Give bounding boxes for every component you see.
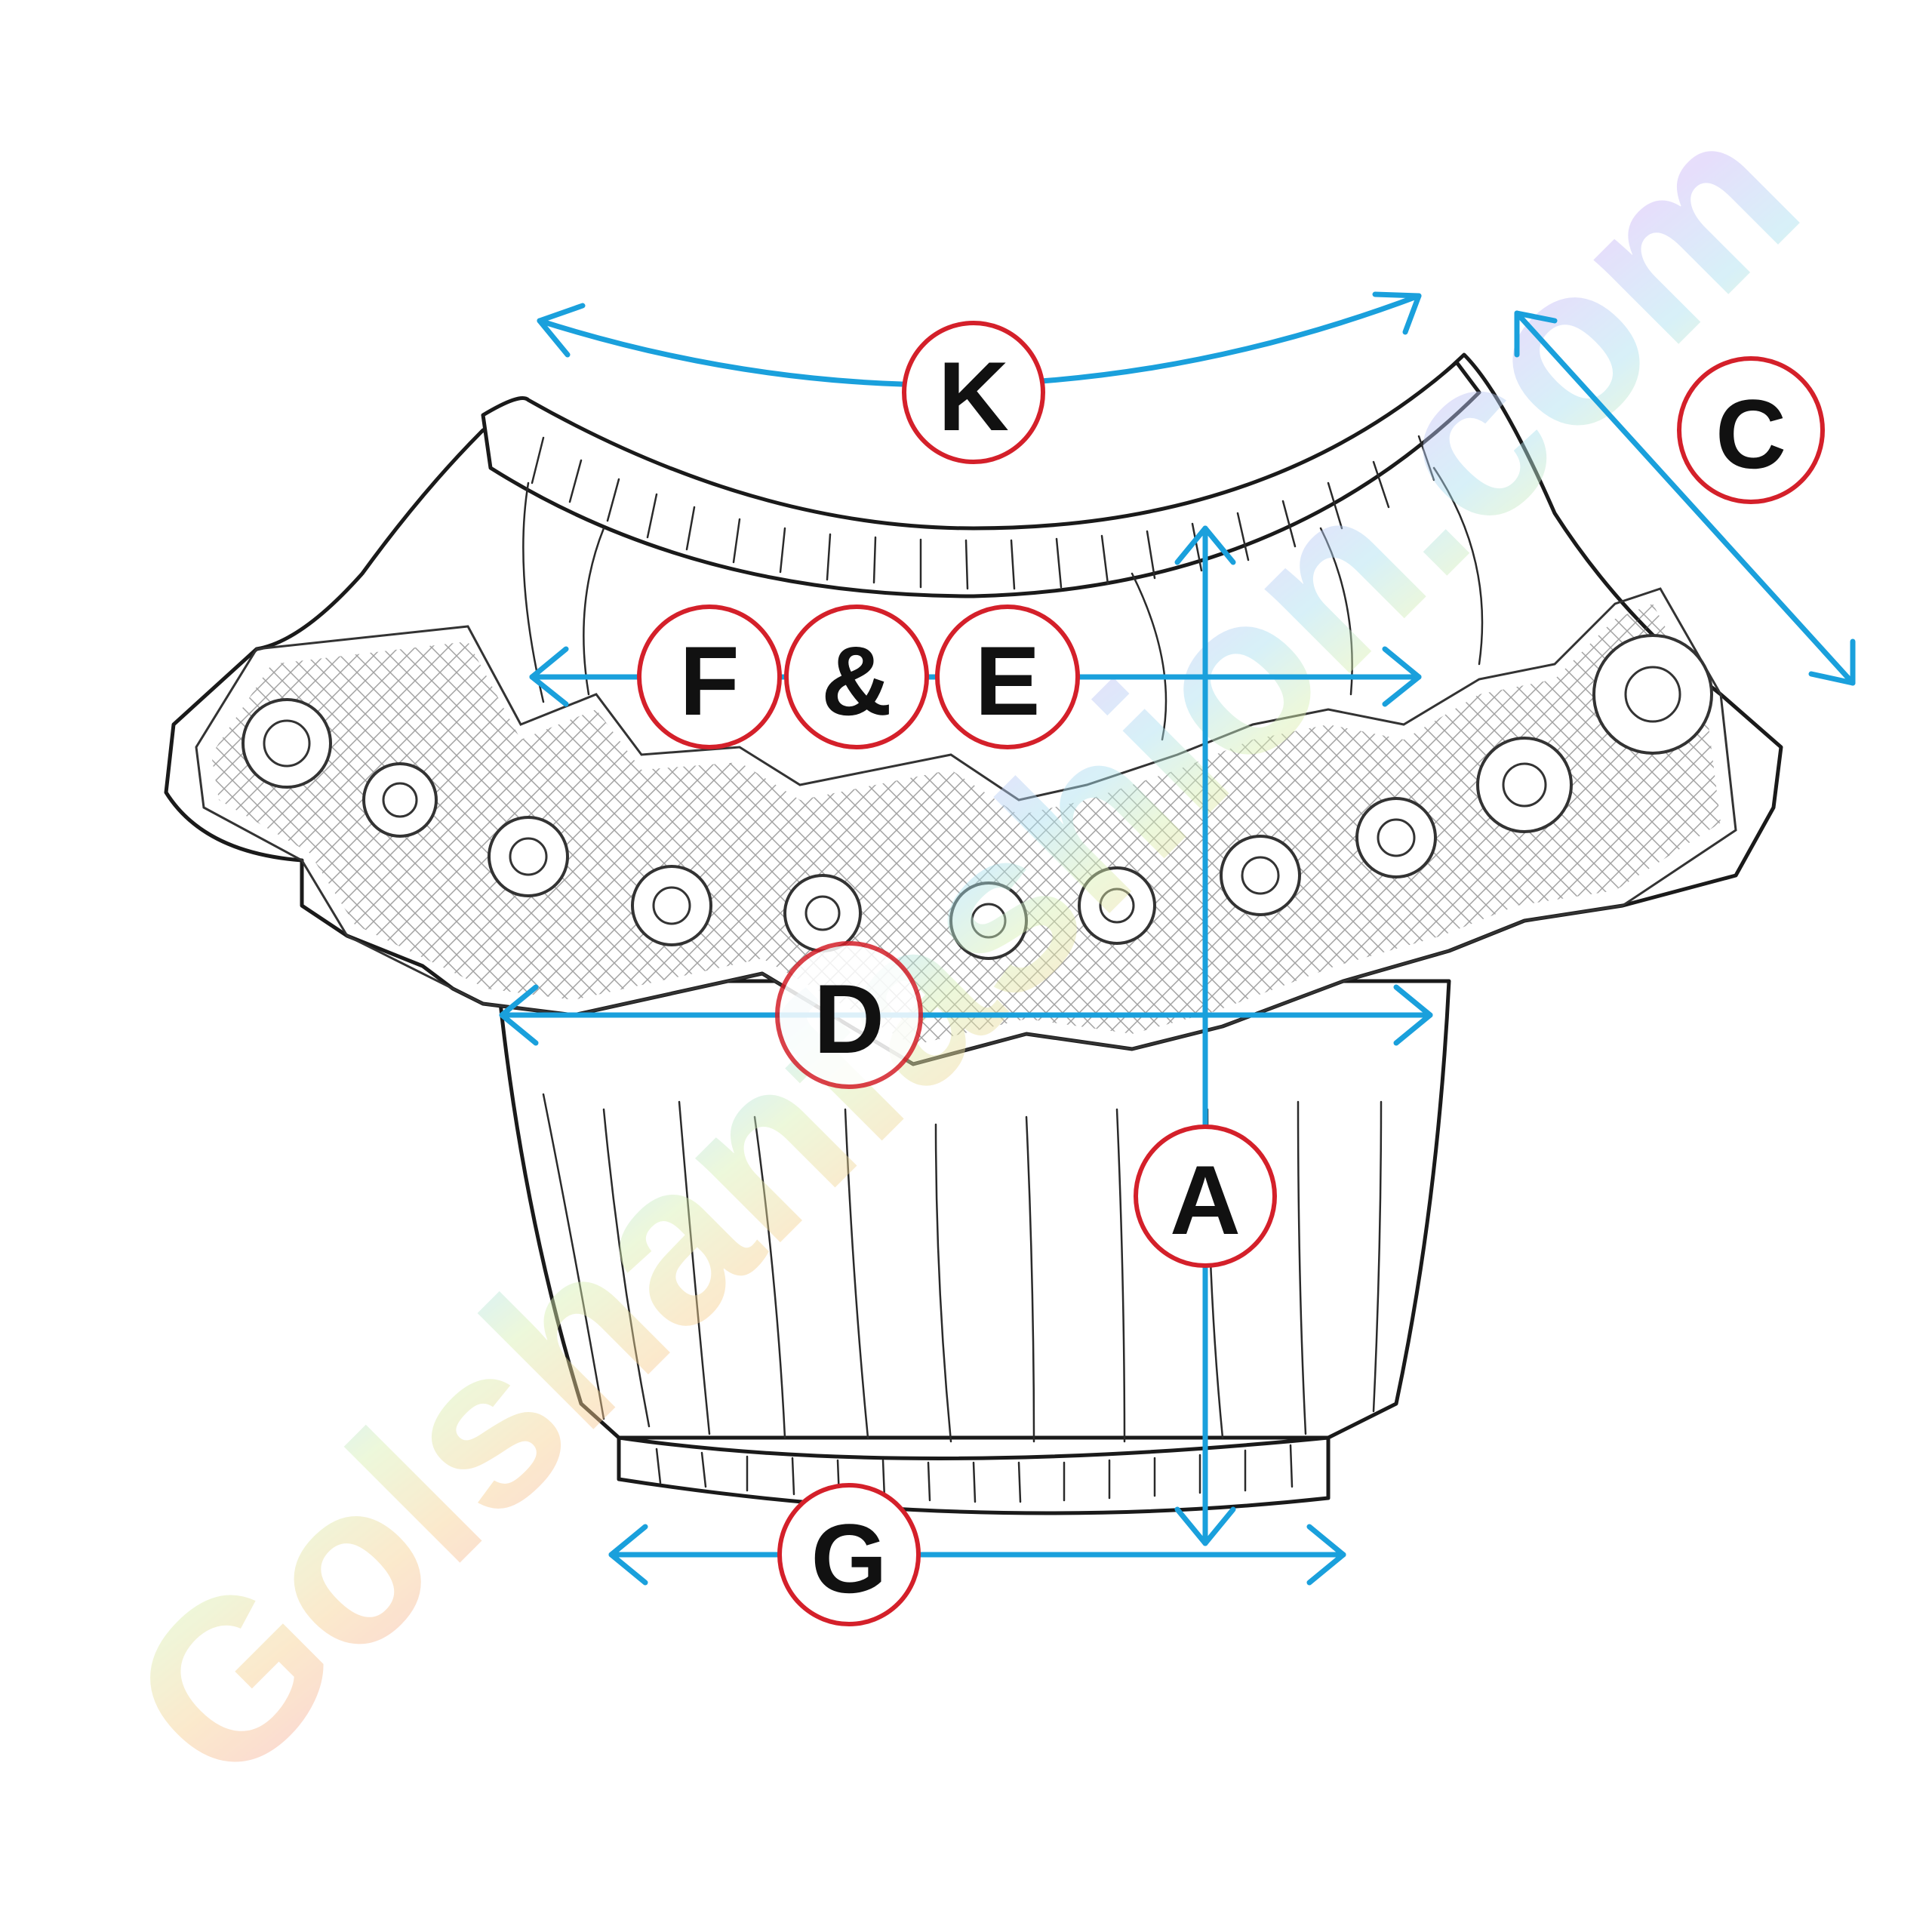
lace-medallions: [242, 634, 1713, 960]
badge-a: A: [1134, 1124, 1277, 1268]
arrow-fe-head-right: [1382, 646, 1422, 707]
badge-k-text: K: [938, 341, 1009, 451]
arrow-g-head-right: [1306, 1524, 1346, 1586]
hem-gathers: [655, 1444, 1294, 1503]
badge-a-text: A: [1170, 1145, 1241, 1255]
badge-g: G: [777, 1483, 921, 1626]
arrow-k-head-right: [1372, 291, 1422, 335]
badge-f-text: F: [679, 626, 739, 736]
badge-amp: &: [784, 605, 929, 749]
lace-mesh: [211, 604, 1721, 1045]
neck-shirring: [531, 435, 1435, 590]
arrow-a-head-bottom: [1174, 1506, 1236, 1546]
arrow-a-head-top: [1174, 525, 1236, 565]
arrow-c-head-bottom: [1808, 638, 1856, 686]
arrow-k-head-left: [537, 303, 586, 358]
arrow-fe-head-left: [529, 646, 569, 707]
arrow-d-head-left: [499, 984, 539, 1046]
ruffle-folds: [522, 466, 1484, 741]
badge-amp-text: &: [821, 626, 892, 736]
badge-c: C: [1677, 356, 1825, 504]
neck-band: [481, 360, 1481, 598]
badge-e: E: [935, 605, 1080, 749]
badge-f: F: [637, 605, 782, 749]
badge-d-text: D: [814, 964, 884, 1074]
badge-e-text: E: [975, 626, 1041, 736]
arrow-d-head-right: [1393, 984, 1433, 1046]
badge-g-text: G: [811, 1503, 887, 1614]
badge-k: K: [902, 321, 1045, 464]
badge-c-text: C: [1715, 379, 1786, 489]
arrow-c-head-top: [1514, 310, 1558, 358]
arrow-g-head-left: [608, 1524, 648, 1586]
arrow-c: [1514, 310, 1856, 686]
badge-d: D: [775, 941, 923, 1089]
